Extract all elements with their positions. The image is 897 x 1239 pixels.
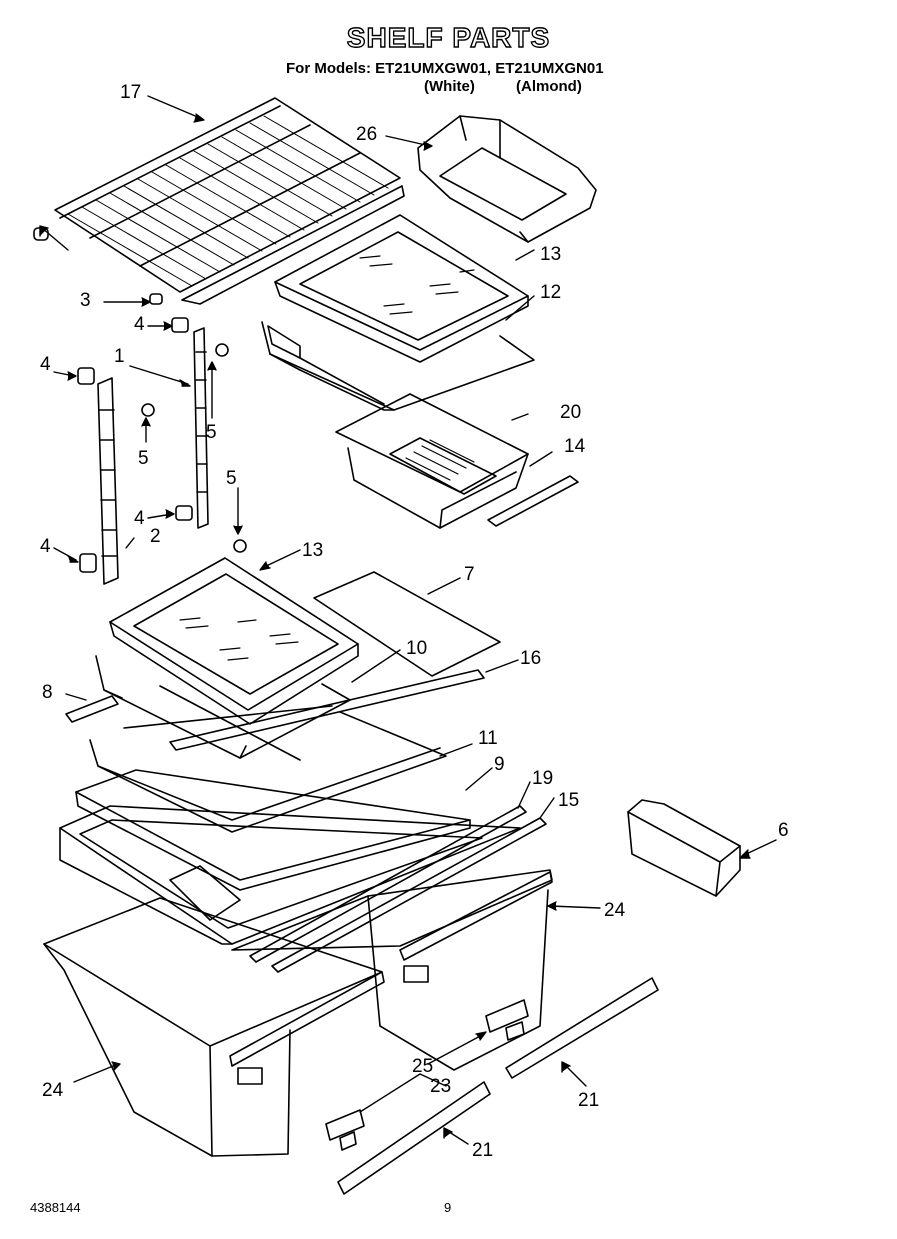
- shelf-ladder-left: [97, 377, 119, 585]
- shelf-frame-upper: [261, 321, 535, 411]
- callout-12: 12: [540, 282, 561, 303]
- callout-4-c: 4: [134, 508, 145, 529]
- callout-24-right: 24: [604, 900, 626, 921]
- crisper-rails: [249, 805, 547, 973]
- crisper-cover-trim: [169, 669, 485, 751]
- callout-7: 7: [464, 564, 475, 585]
- crisper-frame: [59, 805, 521, 945]
- callout-4-d: 4: [40, 536, 51, 557]
- callout-17: 17: [120, 82, 141, 103]
- crisper-drawer-left: [43, 897, 385, 1157]
- crisper-cover-glass: [89, 705, 447, 833]
- callout-21-left: 21: [472, 1140, 493, 1161]
- callout-10: 10: [406, 638, 427, 659]
- callout-26: 26: [356, 124, 377, 145]
- variant-almond: (Almond): [516, 78, 582, 95]
- glass-shelf-lower: [109, 557, 359, 725]
- callout-19: 19: [532, 768, 553, 789]
- page-title: SHELF PARTS: [346, 21, 551, 53]
- callout-labels: 17 26 3 13 12 4 1 4 5 5 20 14 5 4 2 4 13…: [40, 82, 789, 1161]
- variant-white: (White): [424, 78, 475, 95]
- wire-shelf: [33, 97, 405, 305]
- callout-leaders: [39, 95, 777, 1145]
- callout-5-b: 5: [138, 448, 149, 469]
- crisper-slide-parts: [325, 999, 529, 1151]
- callout-4-a: 4: [134, 314, 145, 335]
- callout-9: 9: [494, 754, 505, 775]
- callout-13-lower: 13: [302, 540, 323, 561]
- callout-13-upper: 13: [540, 244, 561, 265]
- callout-5-c: 5: [226, 468, 237, 489]
- callout-6: 6: [778, 820, 789, 841]
- models-line: For Models: ET21UMXGW01, ET21UMXGN01: [286, 60, 604, 77]
- shelf-trim: [65, 695, 119, 723]
- dairy-bin: [417, 115, 597, 243]
- shelf-ladder-right: [193, 327, 209, 529]
- crisper-glass-panel: [313, 571, 501, 677]
- callout-24-left: 24: [42, 1080, 64, 1101]
- callout-14: 14: [564, 436, 586, 457]
- callout-2: 2: [150, 526, 161, 547]
- callout-3: 3: [80, 290, 91, 311]
- ladder-brackets: [77, 317, 193, 573]
- callout-4-b: 4: [40, 354, 51, 375]
- callout-25: 25: [412, 1056, 433, 1077]
- callout-5-a: 5: [206, 422, 217, 443]
- crisper-drawer-right: [231, 869, 553, 1071]
- glass-shelf-upper: [274, 214, 529, 363]
- callout-1: 1: [114, 346, 125, 367]
- shelf-frame-lower: [95, 655, 351, 761]
- drawer-rails-21: [337, 977, 659, 1195]
- callout-20: 20: [560, 402, 581, 423]
- door-bin: [627, 799, 741, 897]
- callout-15: 15: [558, 790, 579, 811]
- callout-21-right: 21: [578, 1090, 599, 1111]
- meat-keeper-drawer: [335, 393, 529, 529]
- doc-number: 4388144: [30, 1200, 81, 1215]
- page-number: 9: [444, 1200, 452, 1215]
- callout-16: 16: [520, 648, 541, 669]
- screws: [141, 343, 247, 553]
- drawer-trim: [487, 475, 579, 527]
- callout-11: 11: [478, 728, 498, 749]
- callout-23: 23: [430, 1076, 451, 1097]
- callout-8: 8: [42, 682, 53, 703]
